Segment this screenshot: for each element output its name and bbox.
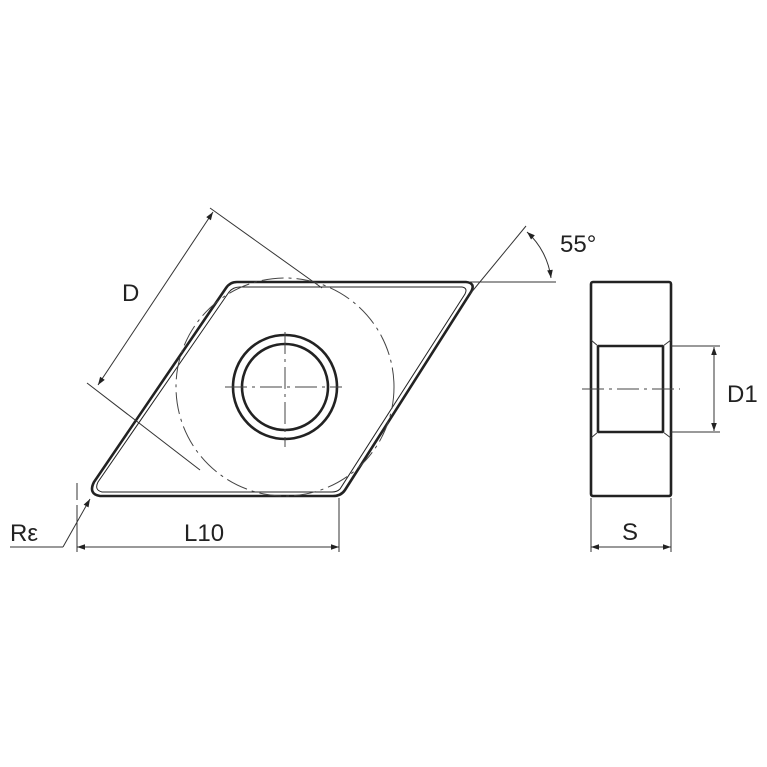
insert-top-view (90, 277, 474, 498)
dimension-l10: L10 (76, 498, 340, 552)
dimension-r-epsilon: Rε (10, 483, 91, 548)
label-d1: D1 (727, 381, 758, 408)
label-r-epsilon: Rε (10, 520, 38, 547)
insert-inner-edge (96, 286, 467, 493)
insert-side-view (582, 280, 680, 498)
label-s: S (622, 519, 638, 546)
dimension-d1: D1 (671, 345, 758, 433)
insert-outline (90, 280, 474, 498)
inscribed-circle (175, 277, 395, 497)
label-angle: 55° (560, 231, 596, 258)
dimension-d: D (86, 207, 323, 471)
dimension-angle: 55° (469, 225, 596, 295)
dimension-s: S (590, 498, 672, 552)
label-d: D (122, 280, 139, 307)
label-l10: L10 (184, 520, 224, 547)
